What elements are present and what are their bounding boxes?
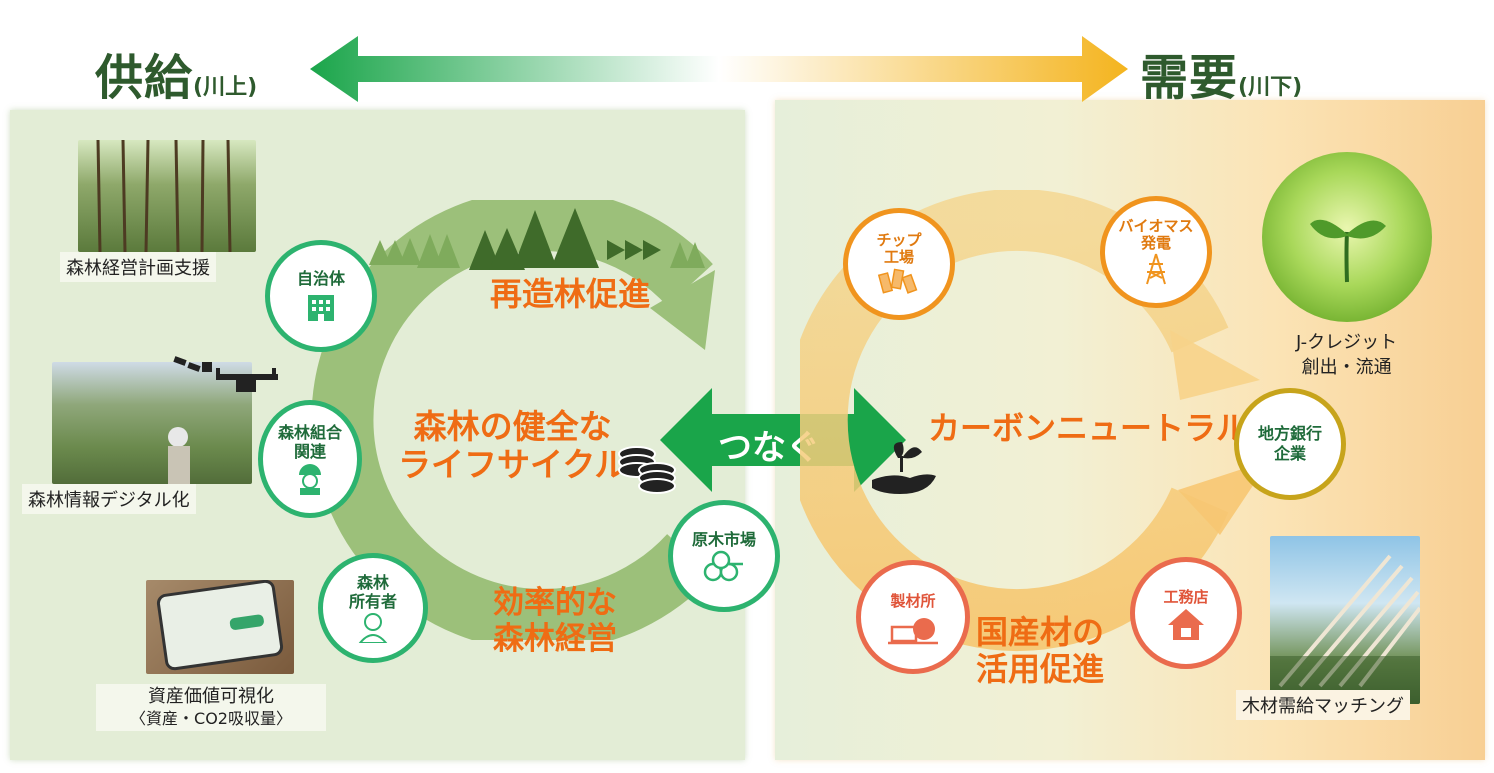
bank-label-line1: 地方銀行 [1257, 424, 1322, 443]
asset-caption-line2: 〈資産・CO2吸収量〉 [130, 708, 292, 728]
asset-caption-line1: 資産価値可視化 [148, 686, 274, 707]
forest-photo [78, 140, 256, 252]
supply-demand-arrow [310, 36, 1128, 102]
chip-label-line1: チップ [876, 230, 922, 249]
domestic-label-line2: 活用促進 [976, 649, 1105, 688]
domestic-label-line1: 国産材の [976, 613, 1105, 651]
digital-caption: 森林情報デジタル化 [22, 484, 196, 514]
wooden-stadium-photo [1270, 536, 1420, 704]
municipality-node[interactable]: 自治体 [265, 240, 377, 352]
satellite-drone-icon [173, 356, 278, 392]
association-label-line1: 森林組合 [277, 422, 342, 442]
efficient-label-line2: 森林経営 [493, 620, 617, 657]
sawmill-label: 製材所 [890, 591, 936, 610]
house-icon [1168, 608, 1204, 640]
logs-icon [703, 550, 743, 581]
owner-label-line2: 所有者 [348, 592, 397, 611]
landscape-photo [52, 362, 252, 484]
smartphone-photo [146, 580, 294, 674]
market-label: 原木市場 [691, 530, 756, 550]
bank-label-line2: 企業 [1273, 444, 1306, 463]
carbon-neutral-label: カーボンニュートラル [928, 409, 1249, 447]
matching-caption: 木材需給マッチング [1236, 690, 1410, 720]
efficient-label-line1: 効率的な [493, 585, 617, 621]
worker-icon [299, 464, 321, 496]
municipality-label: 自治体 [296, 269, 345, 289]
asset-caption: 資産価値可視化 〈資産・CO2吸収量〉 [96, 684, 326, 731]
sawmill-node[interactable]: 製材所 [856, 560, 970, 674]
bank-node[interactable]: 地方銀行 企業 [1234, 388, 1346, 500]
jcredit-caption-line1: J-クレジット [1296, 332, 1398, 353]
biomass-label-line1: バイオマス [1118, 216, 1194, 235]
forest-association-node[interactable]: 森林組合 関連 [258, 400, 362, 518]
reforestation-label: 再造林促進 [490, 275, 651, 313]
owner-label-line1: 森林 [356, 572, 389, 592]
efficient-label: 効率的な 森林経営 [493, 585, 617, 657]
demand-heading: 需要(川下) [1140, 50, 1303, 106]
supply-heading: 供給(川上) [95, 50, 258, 106]
building-icon [308, 294, 334, 321]
builder-label: 工務店 [1163, 587, 1209, 606]
coins-icon [618, 446, 676, 494]
log-market-node[interactable]: 原木市場 [668, 500, 780, 612]
chip-label-line2: 工場 [883, 248, 914, 266]
jcredit-caption: J-クレジット 創出・流通 [1296, 330, 1397, 380]
biomass-node[interactable]: バイオマス 発電 [1100, 196, 1212, 308]
sprout-photo [1262, 152, 1432, 322]
builder-node[interactable]: 工務店 [1130, 557, 1242, 669]
power-tower-icon [1146, 253, 1166, 285]
lifecycle-label-line1: 森林の健全な [413, 407, 612, 446]
association-label-line2: 関連 [293, 442, 326, 461]
plant-hand-icon [872, 442, 936, 494]
wood-chips-icon [877, 268, 918, 295]
lifecycle-label-line2: ライフサイクル [398, 444, 628, 484]
domestic-timber-label: 国産材の 活用促進 [976, 614, 1104, 688]
person-icon [358, 613, 388, 644]
forest-owner-node[interactable]: 森林 所有者 [318, 553, 428, 663]
lifecycle-label: 森林の健全な ライフサイクル [398, 408, 627, 484]
jcredit-caption-line2: 創出・流通 [1301, 357, 1392, 379]
saw-icon [888, 617, 938, 644]
biomass-label-line2: 発電 [1140, 234, 1171, 252]
chip-factory-node[interactable]: チップ 工場 [843, 208, 955, 320]
forest-plan-caption: 森林経営計画支援 [60, 252, 216, 282]
